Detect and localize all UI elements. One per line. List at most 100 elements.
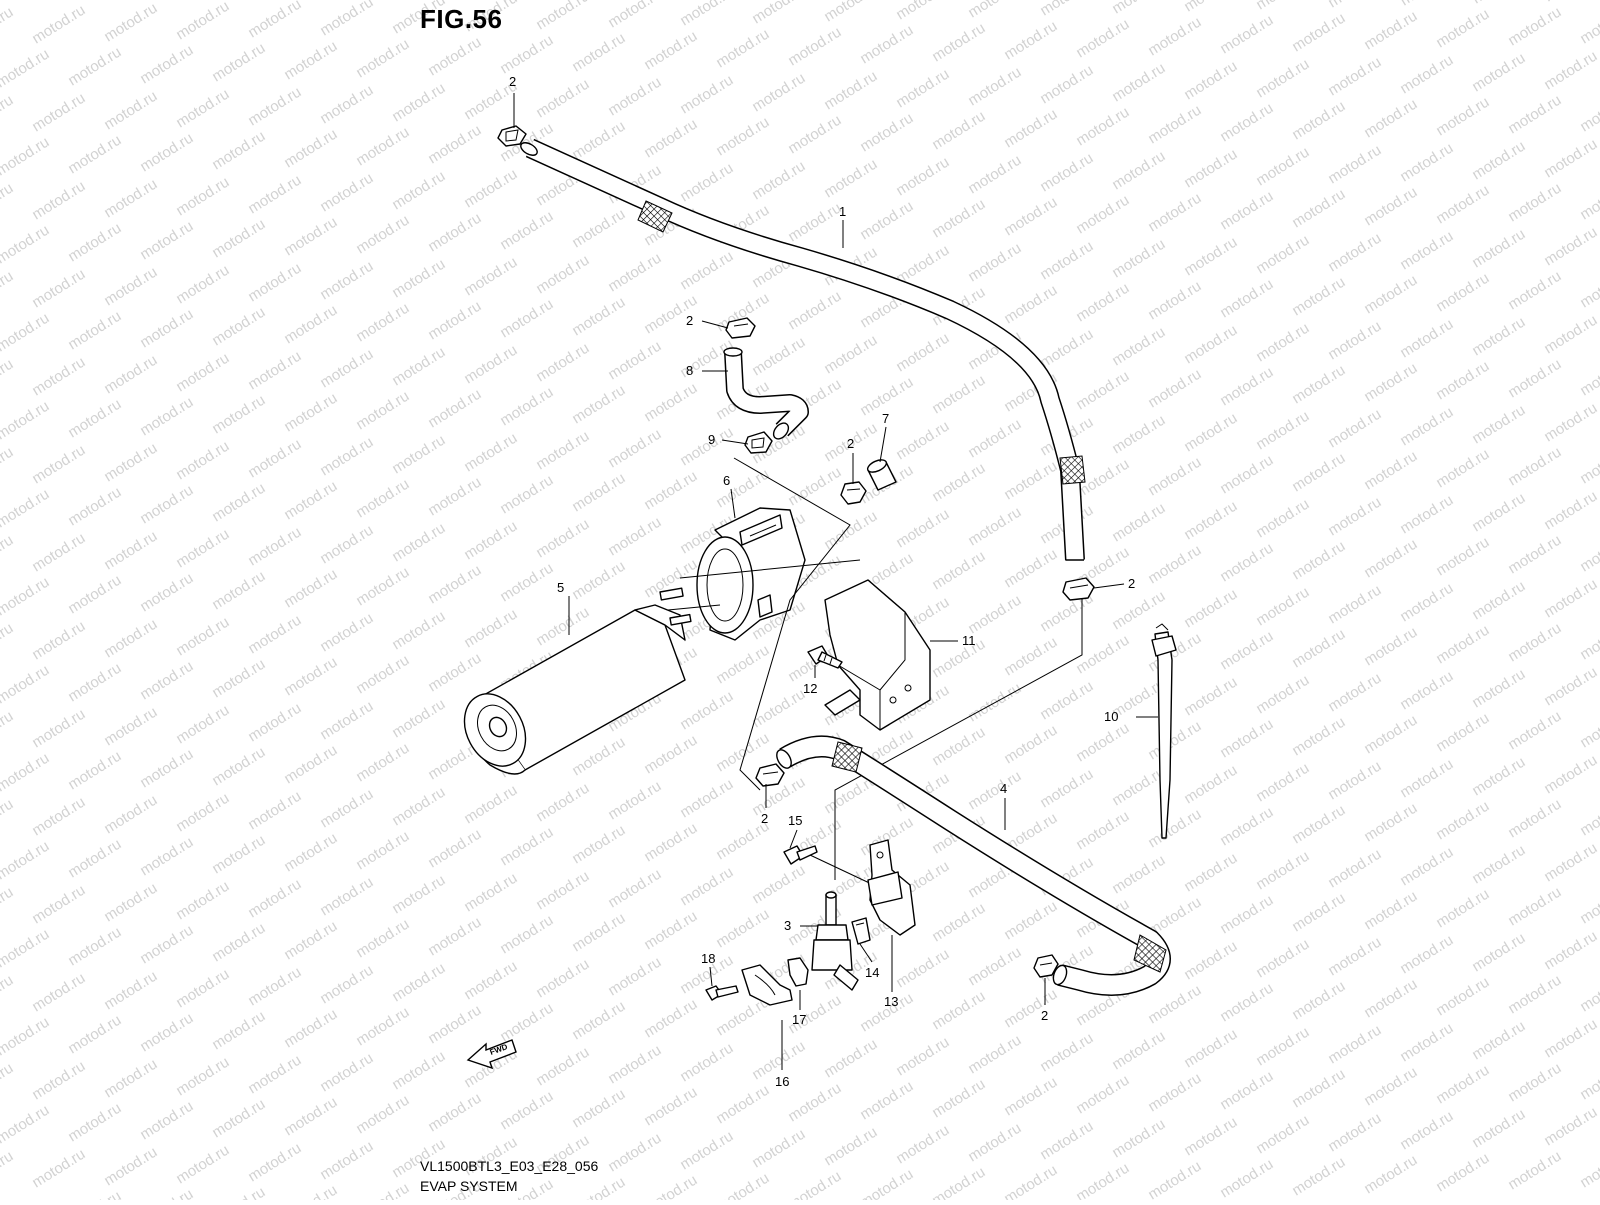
watermark-text: motod.ru — [569, 470, 628, 516]
hose-1[interactable] — [519, 138, 1086, 561]
valve-3[interactable] — [811, 891, 859, 991]
watermark-text: motod.ru — [281, 38, 340, 84]
bolt-12[interactable] — [807, 645, 843, 669]
callout-leaders — [513, 93, 1158, 1070]
watermark-text: motod.ru — [677, 160, 736, 206]
watermark-text: motod.ru — [1577, 442, 1600, 488]
watermark-text: motod.ru — [461, 254, 520, 300]
watermark-text: motod.ru — [1217, 364, 1276, 410]
watermark-text: motod.ru — [1325, 318, 1384, 364]
watermark-text: motod.ru — [1577, 970, 1600, 1016]
watermark-text: motod.ru — [533, 956, 592, 1002]
watermark-text: motod.ru — [605, 74, 664, 120]
watermark-text: motod.ru — [1469, 226, 1528, 272]
watermark-text: motod.ru — [1361, 800, 1420, 846]
watermark-text: motod.ru — [1325, 582, 1384, 628]
watermark-text: motod.ru — [857, 1166, 916, 1200]
watermark-text: motod.ru — [281, 478, 340, 524]
hose-4[interactable] — [774, 735, 1171, 996]
watermark-text: motod.ru — [497, 912, 556, 958]
watermark-text: motod.ru — [1145, 14, 1204, 60]
watermark-text: motod.ru — [1361, 96, 1420, 142]
watermark-text: motod.ru — [1397, 932, 1456, 978]
clip-17[interactable] — [787, 957, 809, 987]
watermark-text: motod.ru — [389, 520, 448, 566]
watermark-text: motod.ru — [533, 1044, 592, 1090]
clamp-9[interactable] — [744, 431, 773, 454]
watermark-text: motod.ru — [605, 866, 664, 912]
watermark-text: motod.ru — [1109, 236, 1168, 282]
clamp-2-hose8-top[interactable] — [725, 317, 756, 339]
pump-holder-6[interactable] — [696, 507, 806, 641]
watermark-text: motod.ru — [137, 482, 196, 528]
clamp-2-top[interactable] — [497, 125, 527, 147]
pump-cover-11[interactable] — [824, 579, 931, 731]
watermark-text: motod.ru — [0, 222, 52, 268]
watermark-text: motod.ru — [1505, 4, 1564, 50]
watermark-text: motod.ru — [1433, 798, 1492, 844]
watermark-text: motod.ru — [497, 472, 556, 518]
cable-tie-10[interactable] — [1151, 623, 1177, 839]
watermark-text: motod.ru — [1325, 1022, 1384, 1068]
bolt-18[interactable] — [705, 985, 739, 1001]
watermark-text: motod.ru — [101, 616, 160, 662]
clamp-2-lower-right[interactable] — [1033, 954, 1059, 978]
watermark-text: motod.ru — [0, 620, 16, 666]
watermark-text: motod.ru — [1325, 230, 1384, 276]
watermark-text: motod.ru — [1289, 10, 1348, 56]
clamp-2-lower-left[interactable] — [755, 763, 785, 787]
watermark-text: motod.ru — [1253, 496, 1312, 542]
watermark-text: motod.ru — [965, 0, 1024, 21]
watermark-text: motod.ru — [569, 998, 628, 1044]
watermark-text: motod.ru — [641, 380, 700, 426]
watermark-text: motod.ru — [1397, 580, 1456, 626]
watermark-text: motod.ru — [1001, 898, 1060, 944]
watermark-text: motod.ru — [137, 922, 196, 968]
watermark-text: motod.ru — [353, 1004, 412, 1050]
bracket-13[interactable] — [867, 839, 916, 936]
fuel-pump-5[interactable] — [452, 587, 692, 777]
cap-7[interactable] — [866, 457, 897, 491]
watermark-text: motod.ru — [641, 732, 700, 778]
watermark-text: motod.ru — [677, 864, 736, 910]
watermark-text: motod.ru — [929, 548, 988, 594]
watermark-text: motod.ru — [281, 1182, 340, 1200]
watermark-text: motod.ru — [353, 828, 412, 874]
clamp-2-mid[interactable] — [840, 481, 867, 505]
watermark-text: motod.ru — [137, 130, 196, 176]
watermark-text: motod.ru — [65, 0, 124, 1]
clip-14[interactable] — [851, 917, 871, 945]
bolt-15[interactable] — [783, 845, 818, 865]
watermark-text: motod.ru — [641, 28, 700, 74]
watermark-text: motod.ru — [569, 1174, 628, 1200]
watermark-text: motod.ru — [1073, 16, 1132, 62]
watermark-text: motod.ru — [1433, 182, 1492, 228]
watermark-text: motod.ru — [389, 784, 448, 830]
watermark-text: motod.ru — [1397, 404, 1456, 450]
watermark-text: motod.ru — [0, 356, 16, 402]
watermark-text: motod.ru — [641, 996, 700, 1042]
watermark-text: motod.ru — [1325, 54, 1384, 100]
watermark-text: motod.ru — [497, 296, 556, 342]
watermark-text: motod.ru — [1109, 60, 1168, 106]
watermark-text: motod.ru — [1289, 714, 1348, 760]
watermark-text: motod.ru — [461, 958, 520, 1004]
watermark-text: motod.ru — [1217, 628, 1276, 674]
callout-11: 11 — [962, 633, 976, 648]
watermark-text: motod.ru — [1289, 1066, 1348, 1112]
watermark-text: motod.ru — [1181, 322, 1240, 368]
bracket-16[interactable] — [741, 964, 793, 1006]
watermark-text: motod.ru — [245, 876, 304, 922]
watermark-text: motod.ru — [1469, 138, 1528, 184]
watermark-text: motod.ru — [821, 332, 880, 378]
watermark-text: motod.ru — [1145, 1158, 1204, 1200]
watermark-text: motod.ru — [461, 606, 520, 652]
watermark-text: motod.ru — [1541, 136, 1600, 182]
watermark-text: motod.ru — [353, 476, 412, 522]
watermark-text: motod.ru — [929, 460, 988, 506]
watermark-text: motod.ru — [1469, 1018, 1528, 1064]
watermark-text: motod.ru — [965, 64, 1024, 110]
watermark-text: motod.ru — [389, 960, 448, 1006]
hose-8[interactable] — [723, 347, 809, 442]
clamp-2-right[interactable] — [1062, 577, 1095, 601]
